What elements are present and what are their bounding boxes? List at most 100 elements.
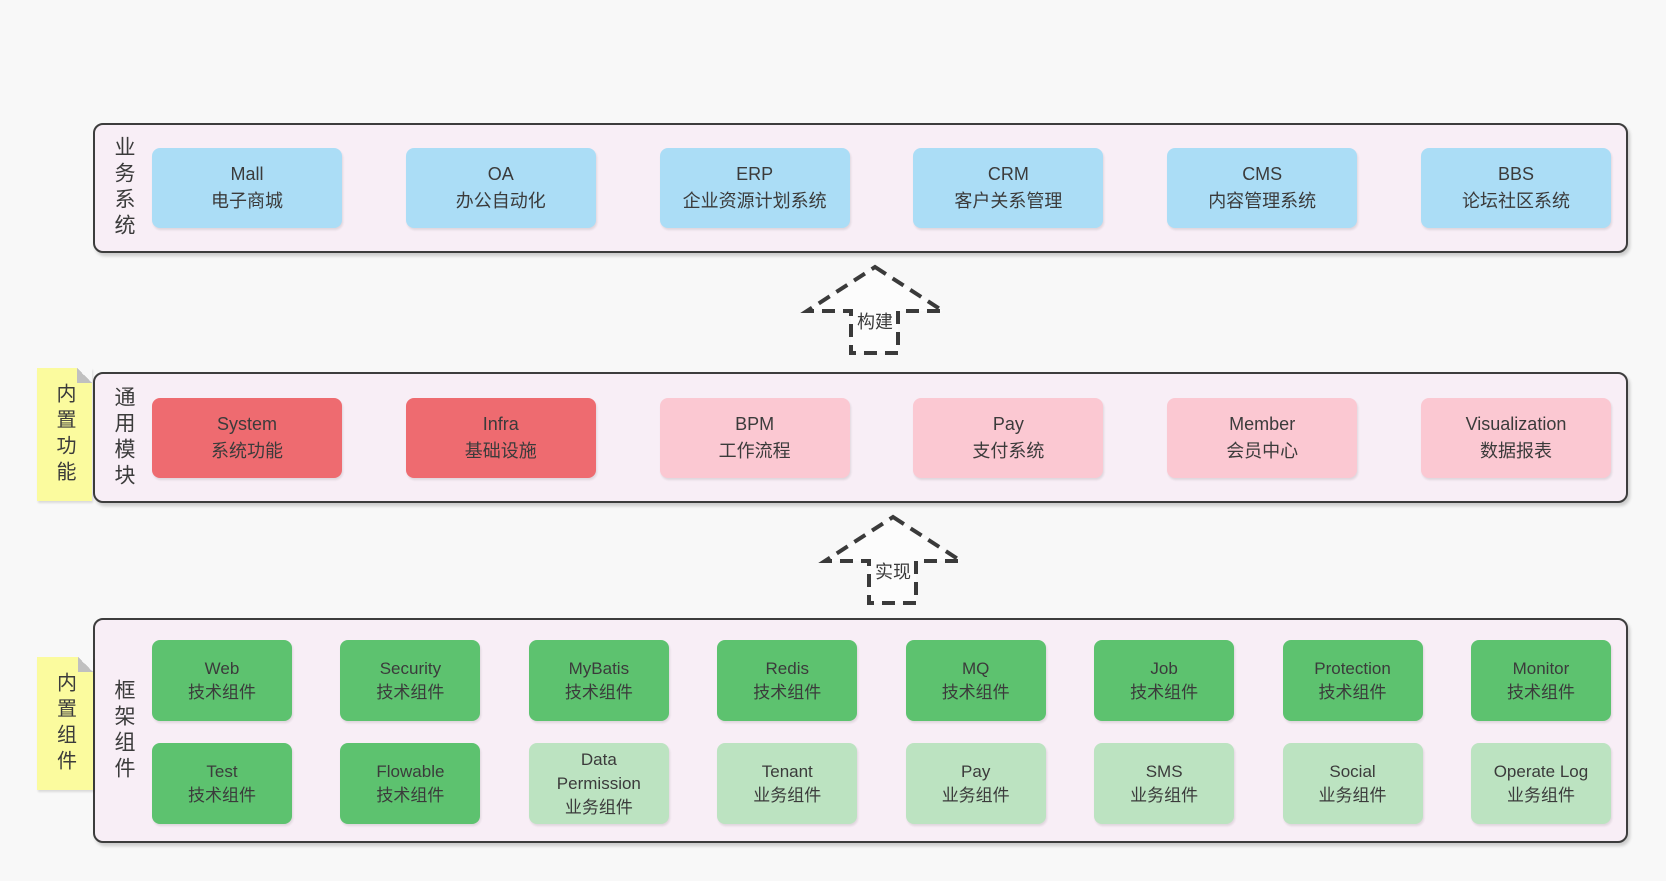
box-subtitle: 企业资源计划系统 bbox=[682, 191, 827, 211]
box-subtitle: 技术组件 bbox=[1506, 682, 1575, 702]
tag-text: 内置功能 bbox=[53, 382, 75, 487]
box-subtitle: 业务组件 bbox=[941, 785, 1010, 805]
box-title: MQ bbox=[961, 658, 990, 678]
box-subtitle: 客户关系管理 bbox=[954, 191, 1063, 211]
box-title: Pay bbox=[961, 761, 991, 781]
box-title: CRM bbox=[987, 164, 1029, 184]
box-subtitle: 技术组件 bbox=[1318, 682, 1387, 702]
component-box-mybatis: MyBatis 技术组件 bbox=[528, 640, 669, 721]
panel-common-modules: 通用模块 System 系统功能 Infra 基础设施 BPM 工作流程 Pay… bbox=[93, 372, 1628, 503]
box-title: Web bbox=[204, 658, 240, 678]
component-box-web: Web 技术组件 bbox=[152, 640, 292, 721]
box-subtitle: 业务组件 bbox=[753, 785, 822, 805]
component-box-test: Test 技术组件 bbox=[152, 743, 292, 824]
box-subtitle: 数据报表 bbox=[1479, 440, 1552, 461]
system-box-oa: OA 办公自动化 bbox=[405, 148, 596, 228]
components-row-2: Test 技术组件 Flowable 技术组件 Data Permission … bbox=[152, 743, 1611, 824]
panel-business-systems: 业务系统 Mall 电子商城 OA 办公自动化 ERP 企业资源计划系统 CRM… bbox=[93, 123, 1628, 253]
box-title: SMS bbox=[1145, 761, 1183, 781]
component-box-social: Social 业务组件 bbox=[1282, 743, 1423, 824]
panel-modules-label: 通用模块 bbox=[112, 385, 135, 490]
box-title: Infra bbox=[482, 413, 519, 434]
component-box-redis: Redis 技术组件 bbox=[717, 640, 858, 721]
box-subtitle: 办公自动化 bbox=[455, 191, 546, 211]
modules-box-row: System 系统功能 Infra 基础设施 BPM 工作流程 Pay 支付系统… bbox=[152, 374, 1611, 501]
box-title: BBS bbox=[1497, 164, 1534, 184]
business-box-row: Mall 电子商城 OA 办公自动化 ERP 企业资源计划系统 CRM 客户关系… bbox=[152, 125, 1611, 251]
module-box-system: System 系统功能 bbox=[152, 397, 342, 478]
system-box-erp: ERP 企业资源计划系统 bbox=[659, 148, 850, 228]
box-subtitle: 技术组件 bbox=[376, 682, 445, 702]
arrow-build-label: 构建 bbox=[855, 308, 895, 335]
box-title: Flowable bbox=[376, 761, 445, 781]
component-box-data-permission: Data Permission 业务组件 bbox=[528, 743, 669, 824]
box-title: Data Permission bbox=[556, 749, 641, 793]
box-subtitle: 工作流程 bbox=[718, 440, 791, 461]
box-title: Mall bbox=[230, 164, 264, 184]
system-box-cms: CMS 内容管理系统 bbox=[1167, 148, 1358, 228]
component-box-flowable: Flowable 技术组件 bbox=[340, 743, 481, 824]
components-row-1: Web 技术组件 Security 技术组件 MyBatis 技术组件 Redi… bbox=[152, 640, 1611, 721]
box-title: OA bbox=[487, 164, 514, 184]
box-subtitle: 技术组件 bbox=[1130, 682, 1199, 702]
component-box-job: Job 技术组件 bbox=[1094, 640, 1235, 721]
box-subtitle: 内容管理系统 bbox=[1208, 191, 1317, 211]
box-title: MyBatis bbox=[568, 658, 630, 678]
module-box-visualization: Visualization 数据报表 bbox=[1420, 397, 1611, 478]
dashed-up-arrow-build: 构建 bbox=[800, 264, 950, 356]
box-title: Protection bbox=[1314, 658, 1391, 678]
sticky-tag-builtin-features: 内置功能 bbox=[37, 368, 92, 501]
box-subtitle: 技术组件 bbox=[941, 682, 1010, 702]
box-title: ERP bbox=[736, 164, 774, 184]
panel-business-label: 业务系统 bbox=[112, 136, 135, 240]
component-box-security: Security 技术组件 bbox=[340, 640, 481, 721]
folded-corner-icon bbox=[77, 368, 92, 383]
component-box-monitor: Monitor 技术组件 bbox=[1470, 640, 1611, 721]
box-title: Social bbox=[1329, 761, 1376, 781]
system-box-crm: CRM 客户关系管理 bbox=[913, 148, 1104, 228]
box-title: Tenant bbox=[761, 761, 813, 781]
system-box-bbs: BBS 论坛社区系统 bbox=[1420, 148, 1611, 228]
panel-framework-components: 框架组件 Web 技术组件 Security 技术组件 MyBatis 技术组件… bbox=[93, 618, 1628, 843]
sticky-tag-builtin-components: 内置组件 bbox=[37, 657, 93, 790]
box-subtitle: 业务组件 bbox=[564, 797, 633, 817]
box-title: Visualization bbox=[1465, 413, 1567, 434]
box-subtitle: 业务组件 bbox=[1318, 785, 1387, 805]
tag-text: 内置组件 bbox=[53, 671, 76, 776]
box-subtitle: 系统功能 bbox=[211, 440, 283, 461]
box-title: Test bbox=[206, 761, 238, 781]
component-box-pay: Pay 业务组件 bbox=[905, 743, 1046, 824]
box-title: Monitor bbox=[1512, 658, 1570, 678]
box-title: System bbox=[216, 413, 277, 434]
box-title: Security bbox=[379, 658, 442, 678]
box-title: Operate Log bbox=[1493, 761, 1589, 781]
box-title: Job bbox=[1150, 658, 1178, 678]
box-subtitle: 基础设施 bbox=[464, 440, 537, 461]
box-subtitle: 会员中心 bbox=[1226, 440, 1299, 461]
module-box-bpm: BPM 工作流程 bbox=[659, 397, 850, 478]
box-title: Redis bbox=[765, 658, 809, 678]
box-subtitle: 业务组件 bbox=[1506, 785, 1575, 805]
components-grid: Web 技术组件 Security 技术组件 MyBatis 技术组件 Redi… bbox=[152, 640, 1611, 824]
arrow-implement-label: 实现 bbox=[873, 558, 913, 585]
module-box-pay: Pay 支付系统 bbox=[913, 397, 1104, 478]
box-subtitle: 技术组件 bbox=[564, 682, 633, 702]
system-box-mall: Mall 电子商城 bbox=[152, 148, 342, 228]
component-box-mq: MQ 技术组件 bbox=[905, 640, 1046, 721]
dashed-up-arrow-implement: 实现 bbox=[818, 514, 968, 606]
module-box-infra: Infra 基础设施 bbox=[405, 397, 596, 478]
box-subtitle: 技术组件 bbox=[753, 682, 822, 702]
component-box-sms: SMS 业务组件 bbox=[1094, 743, 1235, 824]
module-box-member: Member 会员中心 bbox=[1167, 397, 1358, 478]
panel-components-label: 框架组件 bbox=[112, 678, 135, 783]
box-title: BPM bbox=[735, 413, 775, 434]
folded-corner-icon bbox=[78, 657, 93, 672]
box-subtitle: 技术组件 bbox=[188, 785, 256, 805]
component-box-protection: Protection 技术组件 bbox=[1282, 640, 1423, 721]
component-box-operate-log: Operate Log 业务组件 bbox=[1470, 743, 1611, 824]
box-title: Member bbox=[1229, 413, 1296, 434]
box-subtitle: 支付系统 bbox=[972, 440, 1045, 461]
box-subtitle: 技术组件 bbox=[188, 682, 256, 702]
box-title: Pay bbox=[992, 413, 1024, 434]
box-subtitle: 论坛社区系统 bbox=[1461, 191, 1570, 211]
